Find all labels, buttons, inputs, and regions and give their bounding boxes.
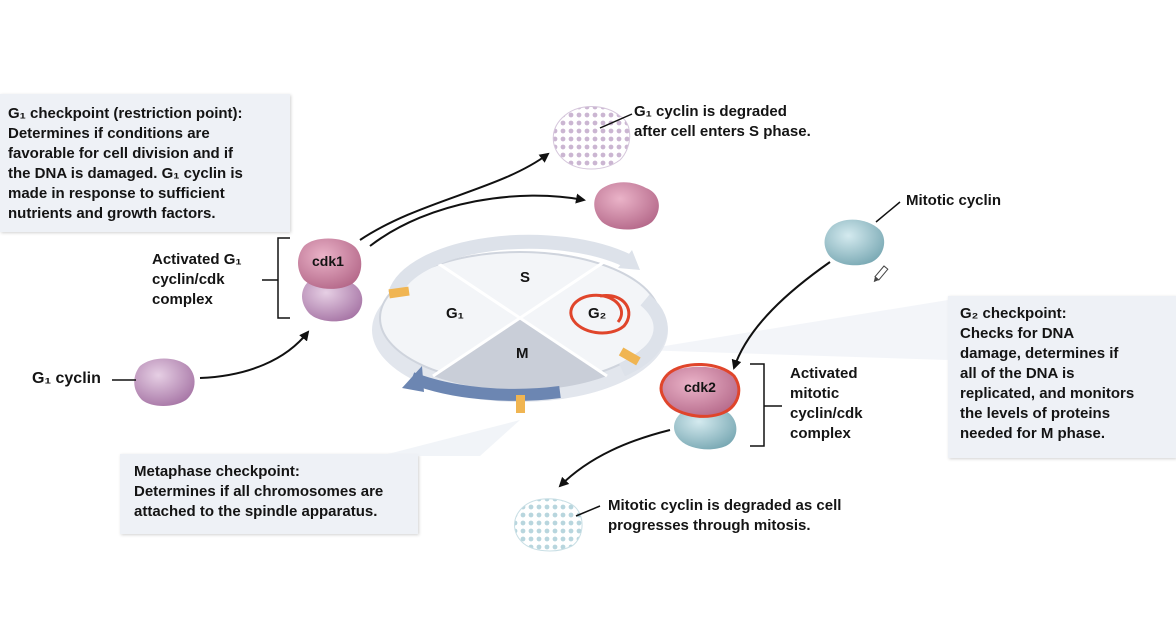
activated-g1-bracket bbox=[262, 237, 290, 319]
g1-cyclin-to-cdk1-arrow bbox=[199, 330, 310, 379]
g1-checkpoint-line: Determines if conditions are bbox=[8, 125, 210, 142]
cdk2-to-degraded-arrow bbox=[558, 429, 671, 488]
activated-mitotic-line: complex bbox=[790, 425, 851, 442]
released-cdk-blob bbox=[594, 182, 659, 230]
metaphase-checkpoint-line: Metaphase checkpoint: bbox=[134, 463, 300, 480]
activated-mitotic-line: mitotic bbox=[790, 385, 840, 402]
activated-mitotic-bracket bbox=[750, 363, 782, 447]
phase-g1-label: G₁ bbox=[446, 305, 464, 322]
metaphase-checkpoint-line: Determines if all chromosomes are bbox=[134, 483, 384, 500]
metaphase-checkpoint-text: Metaphase checkpoint: Determines if all … bbox=[134, 462, 383, 522]
g1-degraded-line: after cell enters S phase. bbox=[634, 123, 811, 140]
mitotic-degraded-line: Mitotic cyclin is degraded as cell bbox=[608, 497, 842, 514]
cdk2-blob bbox=[661, 366, 739, 417]
degraded-g1-cyclin-blob bbox=[552, 106, 631, 170]
g2-checkpoint-box bbox=[948, 296, 1176, 458]
activated-mitotic-text: Activated mitotic cyclin/cdk complex bbox=[790, 364, 863, 444]
g2-checkpoint-text: G₂ checkpoint: Checks for DNA damage, de… bbox=[960, 304, 1134, 444]
g2-checkpoint-line: Checks for DNA bbox=[960, 325, 1075, 342]
g1-checkpoint-line: G₁ checkpoint (restriction point): bbox=[8, 105, 243, 122]
cdk1-to-degraded-arrow bbox=[359, 152, 550, 241]
g1-checkpoint-text: G₁ checkpoint (restriction point): Deter… bbox=[8, 104, 243, 224]
g1-degraded-line: G₁ cyclin is degraded bbox=[634, 103, 787, 120]
degraded-mitotic-cyclin-blob bbox=[514, 498, 583, 552]
phase-m-label: M bbox=[516, 345, 529, 362]
activated-g1-line: cyclin/cdk bbox=[152, 271, 225, 288]
metaphase-checkpoint-line: attached to the spindle apparatus. bbox=[134, 503, 378, 520]
g2-checkpoint-line: replicated, and monitors bbox=[960, 385, 1135, 402]
activated-g1-text: Activated G₁ cyclin/cdk complex bbox=[152, 250, 242, 310]
metaphase-callout-wedge bbox=[380, 420, 520, 456]
cdk2-label: cdk2 bbox=[684, 379, 716, 395]
activated-g1-line: Activated G₁ bbox=[152, 251, 242, 268]
activated-g1-line: complex bbox=[152, 291, 213, 308]
g2-checkpoint-line: G₂ checkpoint: bbox=[960, 305, 1067, 322]
g1-checkpoint-line: the DNA is damaged. G₁ cyclin is bbox=[8, 165, 243, 182]
mitotic-degraded-line: progresses through mitosis. bbox=[608, 517, 811, 534]
g2-checkpoint-line: damage, determines if bbox=[960, 345, 1119, 362]
mitotic-cyclin-blob bbox=[824, 219, 885, 266]
g1-cyclin-label: G₁ cyclin bbox=[32, 370, 101, 387]
cdk1-label: cdk1 bbox=[312, 253, 344, 269]
activated-mitotic-line: cyclin/cdk bbox=[790, 405, 863, 422]
cdk2-mitotic-cyclin-blob bbox=[674, 406, 737, 450]
g2-annotation-circle bbox=[569, 293, 631, 335]
metaphase-checkpoint-box bbox=[120, 454, 418, 534]
g1-checkpoint-box bbox=[0, 94, 290, 232]
cdk1-to-free-cdk-arrow bbox=[369, 193, 586, 247]
g1-degraded-text: G₁ cyclin is degraded after cell enters … bbox=[634, 102, 811, 142]
mitotic-cyclin-leader bbox=[875, 201, 901, 223]
mitotic-degraded-text: Mitotic cyclin is degraded as cell progr… bbox=[608, 496, 841, 536]
cdk1-g1-cyclin-blob bbox=[302, 277, 363, 322]
g1-cyclin-blob bbox=[134, 358, 195, 406]
g2-checkpoint-line: the levels of proteins bbox=[960, 405, 1111, 422]
g1-checkpoint-bar bbox=[388, 286, 410, 299]
phase-g2-label: G₂ bbox=[588, 305, 606, 322]
g2-callout-wedge bbox=[640, 300, 948, 360]
mitotic-degraded-leader bbox=[575, 505, 601, 517]
cdk1-blob bbox=[298, 238, 362, 289]
g1-checkpoint-line: made in response to sufficient bbox=[8, 185, 225, 202]
g1-degraded-leader bbox=[599, 113, 633, 129]
mitotic-cyclin-to-cdk2-arrow bbox=[731, 261, 831, 370]
phase-s-label: S bbox=[520, 269, 530, 286]
metaphase-checkpoint-bar bbox=[516, 395, 525, 413]
cycle-direction-arrow bbox=[402, 366, 424, 392]
cdk2-annotation-circle bbox=[659, 362, 741, 418]
g1-checkpoint-line: nutrients and growth factors. bbox=[8, 205, 216, 222]
g2-checkpoint-bar bbox=[618, 347, 641, 366]
g2-checkpoint-line: needed for M phase. bbox=[960, 425, 1106, 442]
mitotic-cyclin-label: Mitotic cyclin bbox=[906, 192, 1002, 209]
activated-mitotic-line: Activated bbox=[790, 365, 858, 382]
g2-checkpoint-line: all of the DNA is bbox=[960, 365, 1075, 382]
pencil-cursor-icon bbox=[873, 265, 889, 283]
g1-checkpoint-line: favorable for cell division and if bbox=[8, 145, 234, 162]
